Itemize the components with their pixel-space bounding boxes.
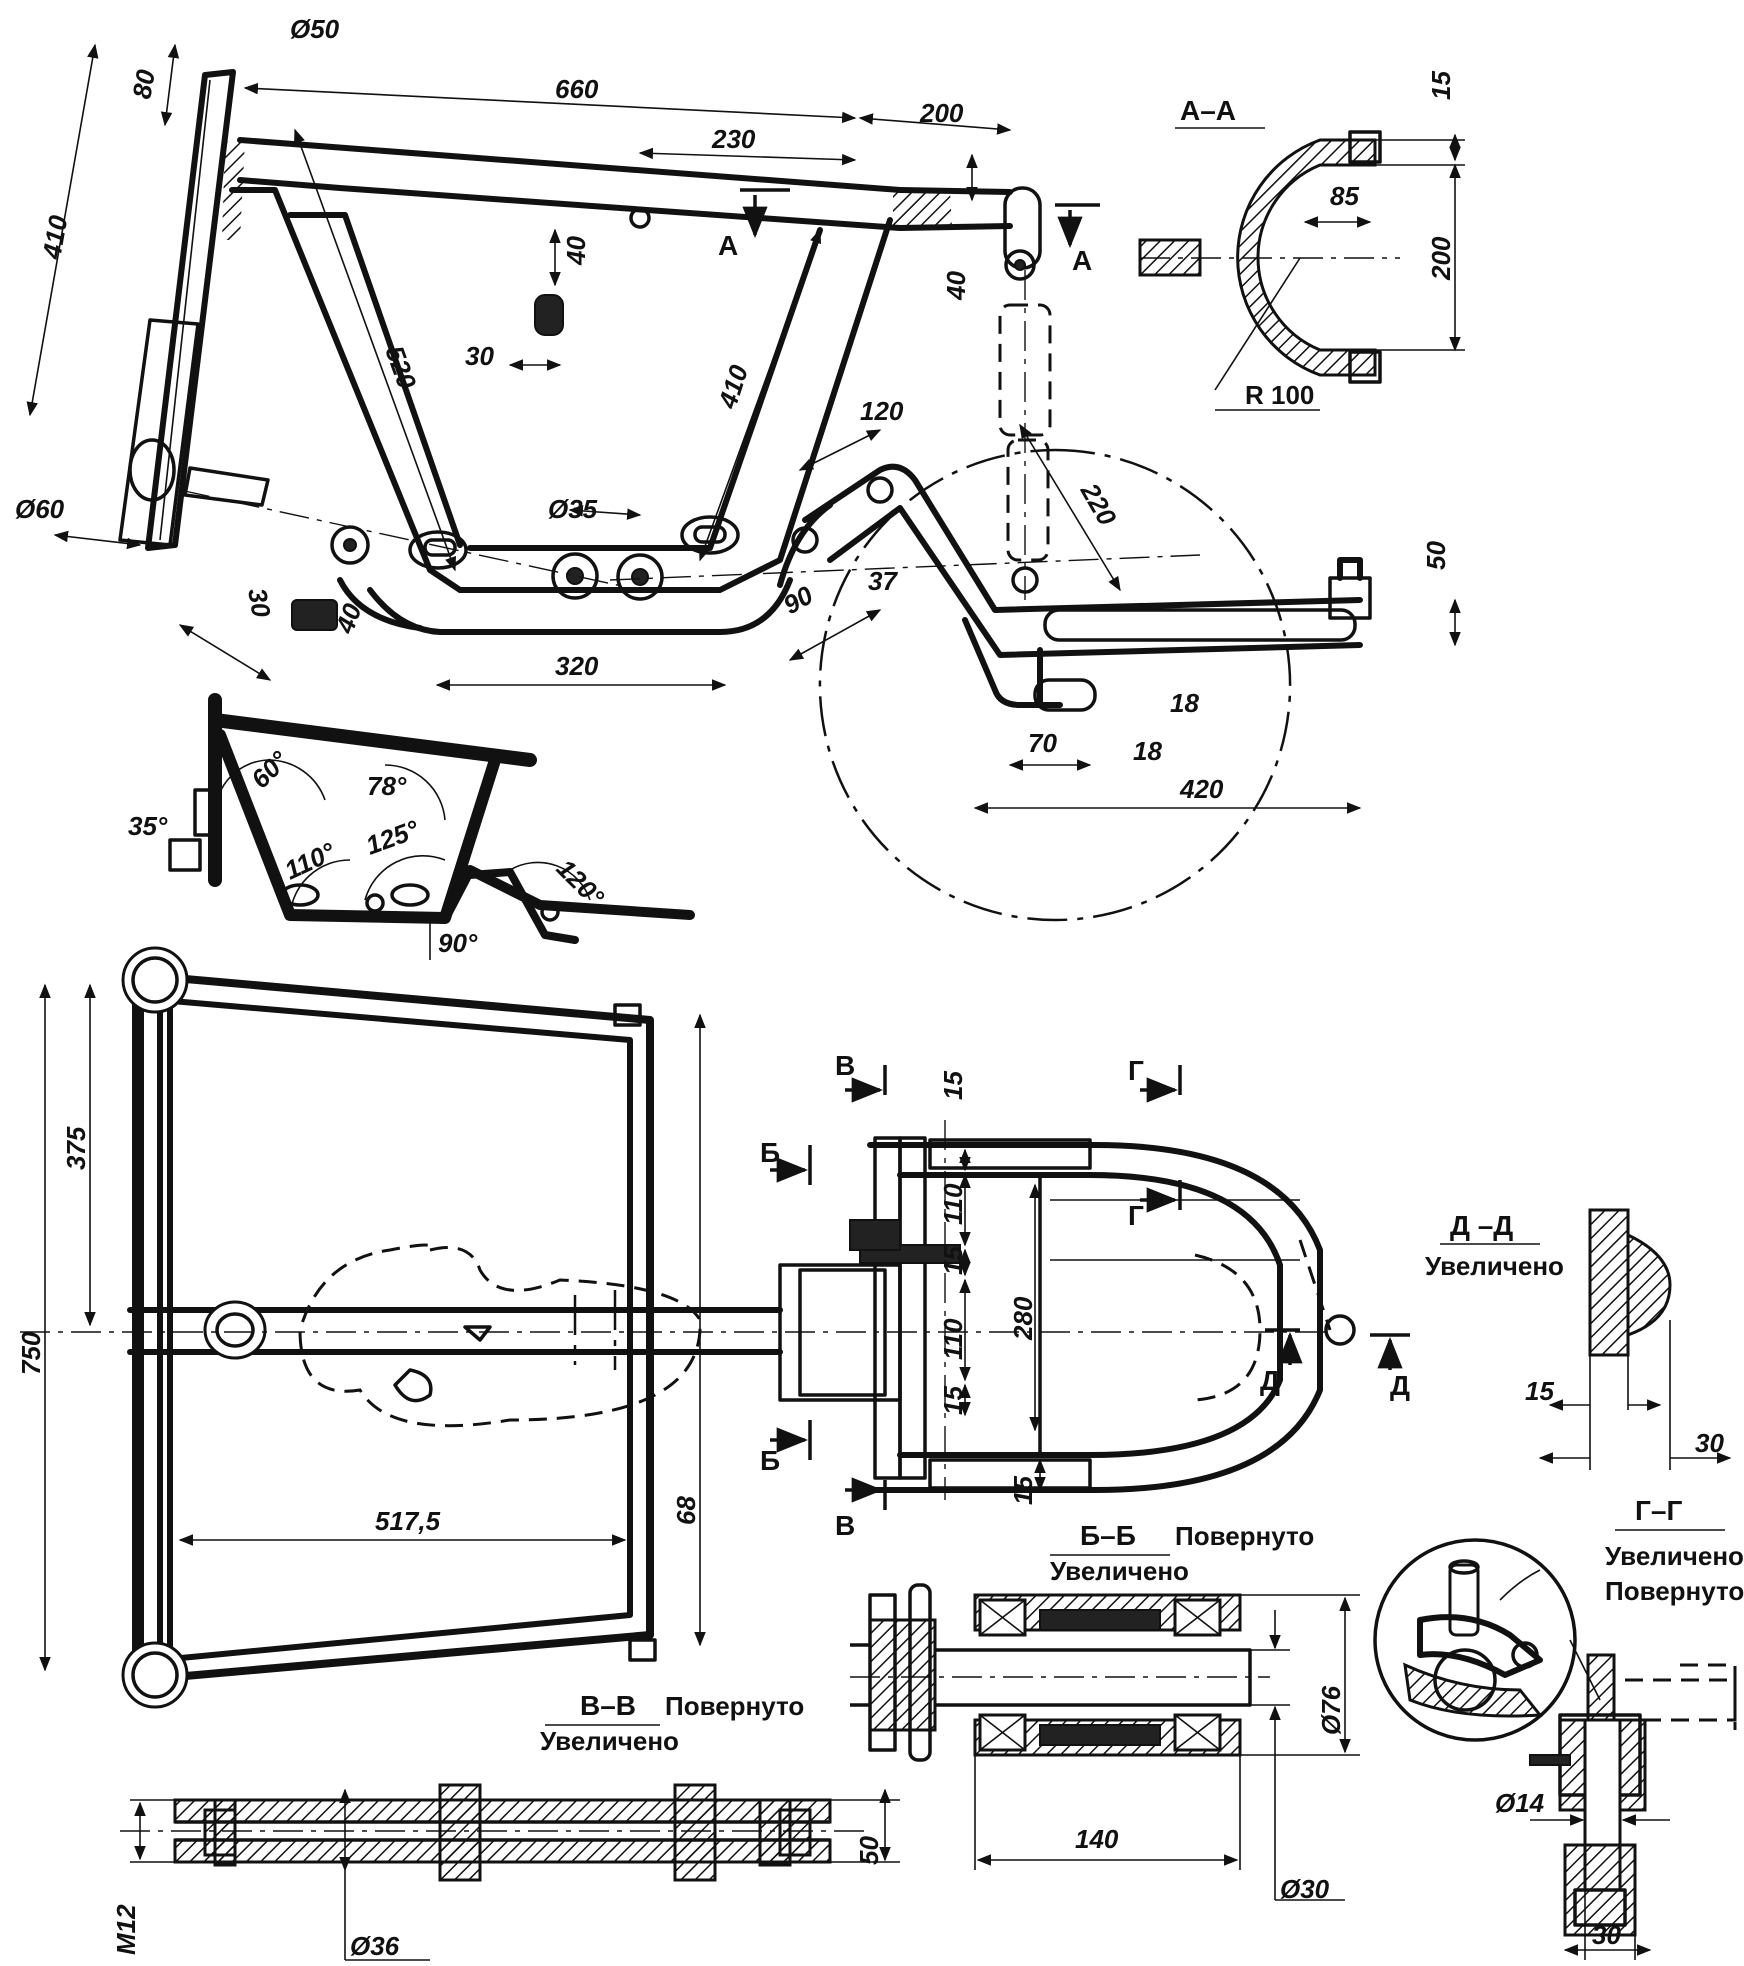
top-dim-15-a: 15 <box>938 1071 968 1100</box>
section-b-b: Б–Б Повернуто Увеличено Ø76 140 Ø30 <box>850 1520 1360 1904</box>
section-v-v-title: В–В <box>580 1690 636 1721</box>
section-d-d-title: Д –Д <box>1450 1210 1513 1241</box>
vv-dim-50: 50 <box>854 1836 884 1865</box>
aa-dim-15: 15 <box>1426 71 1456 100</box>
angles-view: 35° 60° 78° 110° 125° 120° 90° <box>128 693 695 960</box>
vv-dim-diameter-36: Ø36 <box>350 1931 400 1961</box>
dim-320: 320 <box>555 651 599 681</box>
angle-60: 60° <box>245 745 294 794</box>
section-mark-d-left: Д <box>1260 1365 1280 1396</box>
top-dim-110-b: 110 <box>938 1318 968 1360</box>
section-b-b-title: Б–Б <box>1080 1520 1136 1551</box>
dim-37: 37 <box>868 566 898 596</box>
dim-18-bottom: 18 <box>1133 736 1162 766</box>
dim-410-rear: 410 <box>712 361 754 413</box>
side-view-dimensions <box>26 43 1461 814</box>
angle-78: 78° <box>367 771 407 801</box>
head-tube <box>118 69 236 551</box>
dim-40-eye: 40 <box>941 271 971 301</box>
section-mark-a-right: А <box>1072 245 1092 276</box>
section-mark-g-mid: Г <box>1128 1200 1144 1231</box>
section-mark-d-right: Д <box>1390 1370 1410 1401</box>
gg-dim-30: 30 <box>1592 1920 1621 1950</box>
dim-520: 520 <box>379 342 422 394</box>
dim-230: 230 <box>711 124 756 154</box>
gg-dim-diameter-14: Ø14 <box>1495 1788 1545 1818</box>
angle-125: 125° <box>362 814 423 861</box>
section-d-d: Д –Д Увеличено 15 30 <box>1425 1208 1730 1470</box>
dim-660: 660 <box>555 74 599 104</box>
dim-18-top: 18 <box>1170 688 1199 718</box>
section-b-b-enlarged: Увеличено <box>1050 1556 1189 1586</box>
side-view-labels: Ø50 80 660 200 230 410 40 30 520 410 120… <box>15 14 1451 804</box>
frame-body <box>183 140 1372 712</box>
section-mark-a-left: А <box>718 230 738 261</box>
dim-220: 220 <box>1074 477 1122 531</box>
section-mark-g-top: Г <box>1128 1055 1144 1086</box>
top-dim-110-a: 110 <box>938 1183 968 1225</box>
section-mark-b-top: Б <box>760 1137 780 1168</box>
section-g-g-enlarged: Увеличено <box>1605 1541 1744 1571</box>
angle-110: 110° <box>280 836 340 885</box>
dim-90: 90 <box>778 579 819 620</box>
top-dim-15-d: 15 <box>1008 1476 1038 1505</box>
bb-dim-diameter-30: Ø30 <box>1280 1874 1330 1904</box>
top-dim-68: 68 <box>671 1496 701 1525</box>
dim-diameter-35: Ø35 <box>548 494 598 524</box>
dim-40-slot: 40 <box>561 236 591 266</box>
angle-35: 35° <box>128 811 168 841</box>
dd-dim-15: 15 <box>1525 1376 1554 1406</box>
dim-30-pad: 30 <box>242 586 277 620</box>
top-dim-375: 375 <box>61 1126 91 1170</box>
dim-diameter-60: Ø60 <box>15 494 65 524</box>
aa-dim-r100: R 100 <box>1245 380 1314 410</box>
top-dim-517-5: 517,5 <box>375 1506 441 1536</box>
section-mark-v-bottom: В <box>835 1510 855 1541</box>
dim-diameter-50: Ø50 <box>290 14 340 44</box>
dim-70: 70 <box>1028 728 1057 758</box>
section-g-g: Г–Г Увеличено Повернуто Ø14 30 <box>1373 1495 1744 1960</box>
angle-90: 90° <box>438 928 478 958</box>
bb-dim-140: 140 <box>1075 1824 1119 1854</box>
detail-circle <box>1373 1538 1577 1742</box>
section-a-a-title: А–А <box>1180 95 1236 126</box>
section-mark-b-bottom: Б <box>760 1445 780 1476</box>
aa-dim-85: 85 <box>1330 181 1359 211</box>
dim-420: 420 <box>1179 774 1224 804</box>
dd-dim-30: 30 <box>1695 1428 1724 1458</box>
section-v-v-rotated: Повернуто <box>665 1691 804 1721</box>
section-d-d-note: Увеличено <box>1425 1251 1564 1281</box>
side-view: Ø50 80 660 200 230 410 40 30 520 410 120… <box>15 14 1461 922</box>
section-mark-v-top: В <box>835 1050 855 1081</box>
bb-dim-diameter-76: Ø76 <box>1316 1685 1346 1735</box>
dim-30-slot: 30 <box>465 341 494 371</box>
section-g-g-title: Г–Г <box>1635 1495 1682 1526</box>
section-b-b-rotated: Повернуто <box>1175 1521 1314 1551</box>
section-a-a: А–А 85 15 200 R 100 <box>1138 71 1465 411</box>
aa-dim-200: 200 <box>1426 236 1456 281</box>
section-v-v: В–В Повернуто Увеличено 50 M12 Ø36 <box>111 1690 900 1961</box>
dim-80: 80 <box>126 67 161 101</box>
section-g-g-rotated: Повернуто <box>1605 1576 1744 1606</box>
top-dim-750: 750 <box>16 1331 46 1375</box>
vv-dim-m12: M12 <box>111 1904 141 1955</box>
rear-wheel-outline <box>818 448 1292 922</box>
top-dim-15-c: 15 <box>938 1386 968 1415</box>
dim-120: 120 <box>860 396 904 426</box>
dim-200: 200 <box>919 98 964 128</box>
top-dim-15-b: 15 <box>938 1246 968 1275</box>
dim-50: 50 <box>1421 541 1451 570</box>
dim-410-head: 410 <box>36 213 73 262</box>
top-tube <box>237 137 1042 281</box>
top-view: 750 375 517,5 68 15 110 280 15 110 15 15… <box>16 946 1410 1709</box>
top-dim-280: 280 <box>1008 1296 1038 1341</box>
section-v-v-enlarged: Увеличено <box>540 1726 679 1756</box>
